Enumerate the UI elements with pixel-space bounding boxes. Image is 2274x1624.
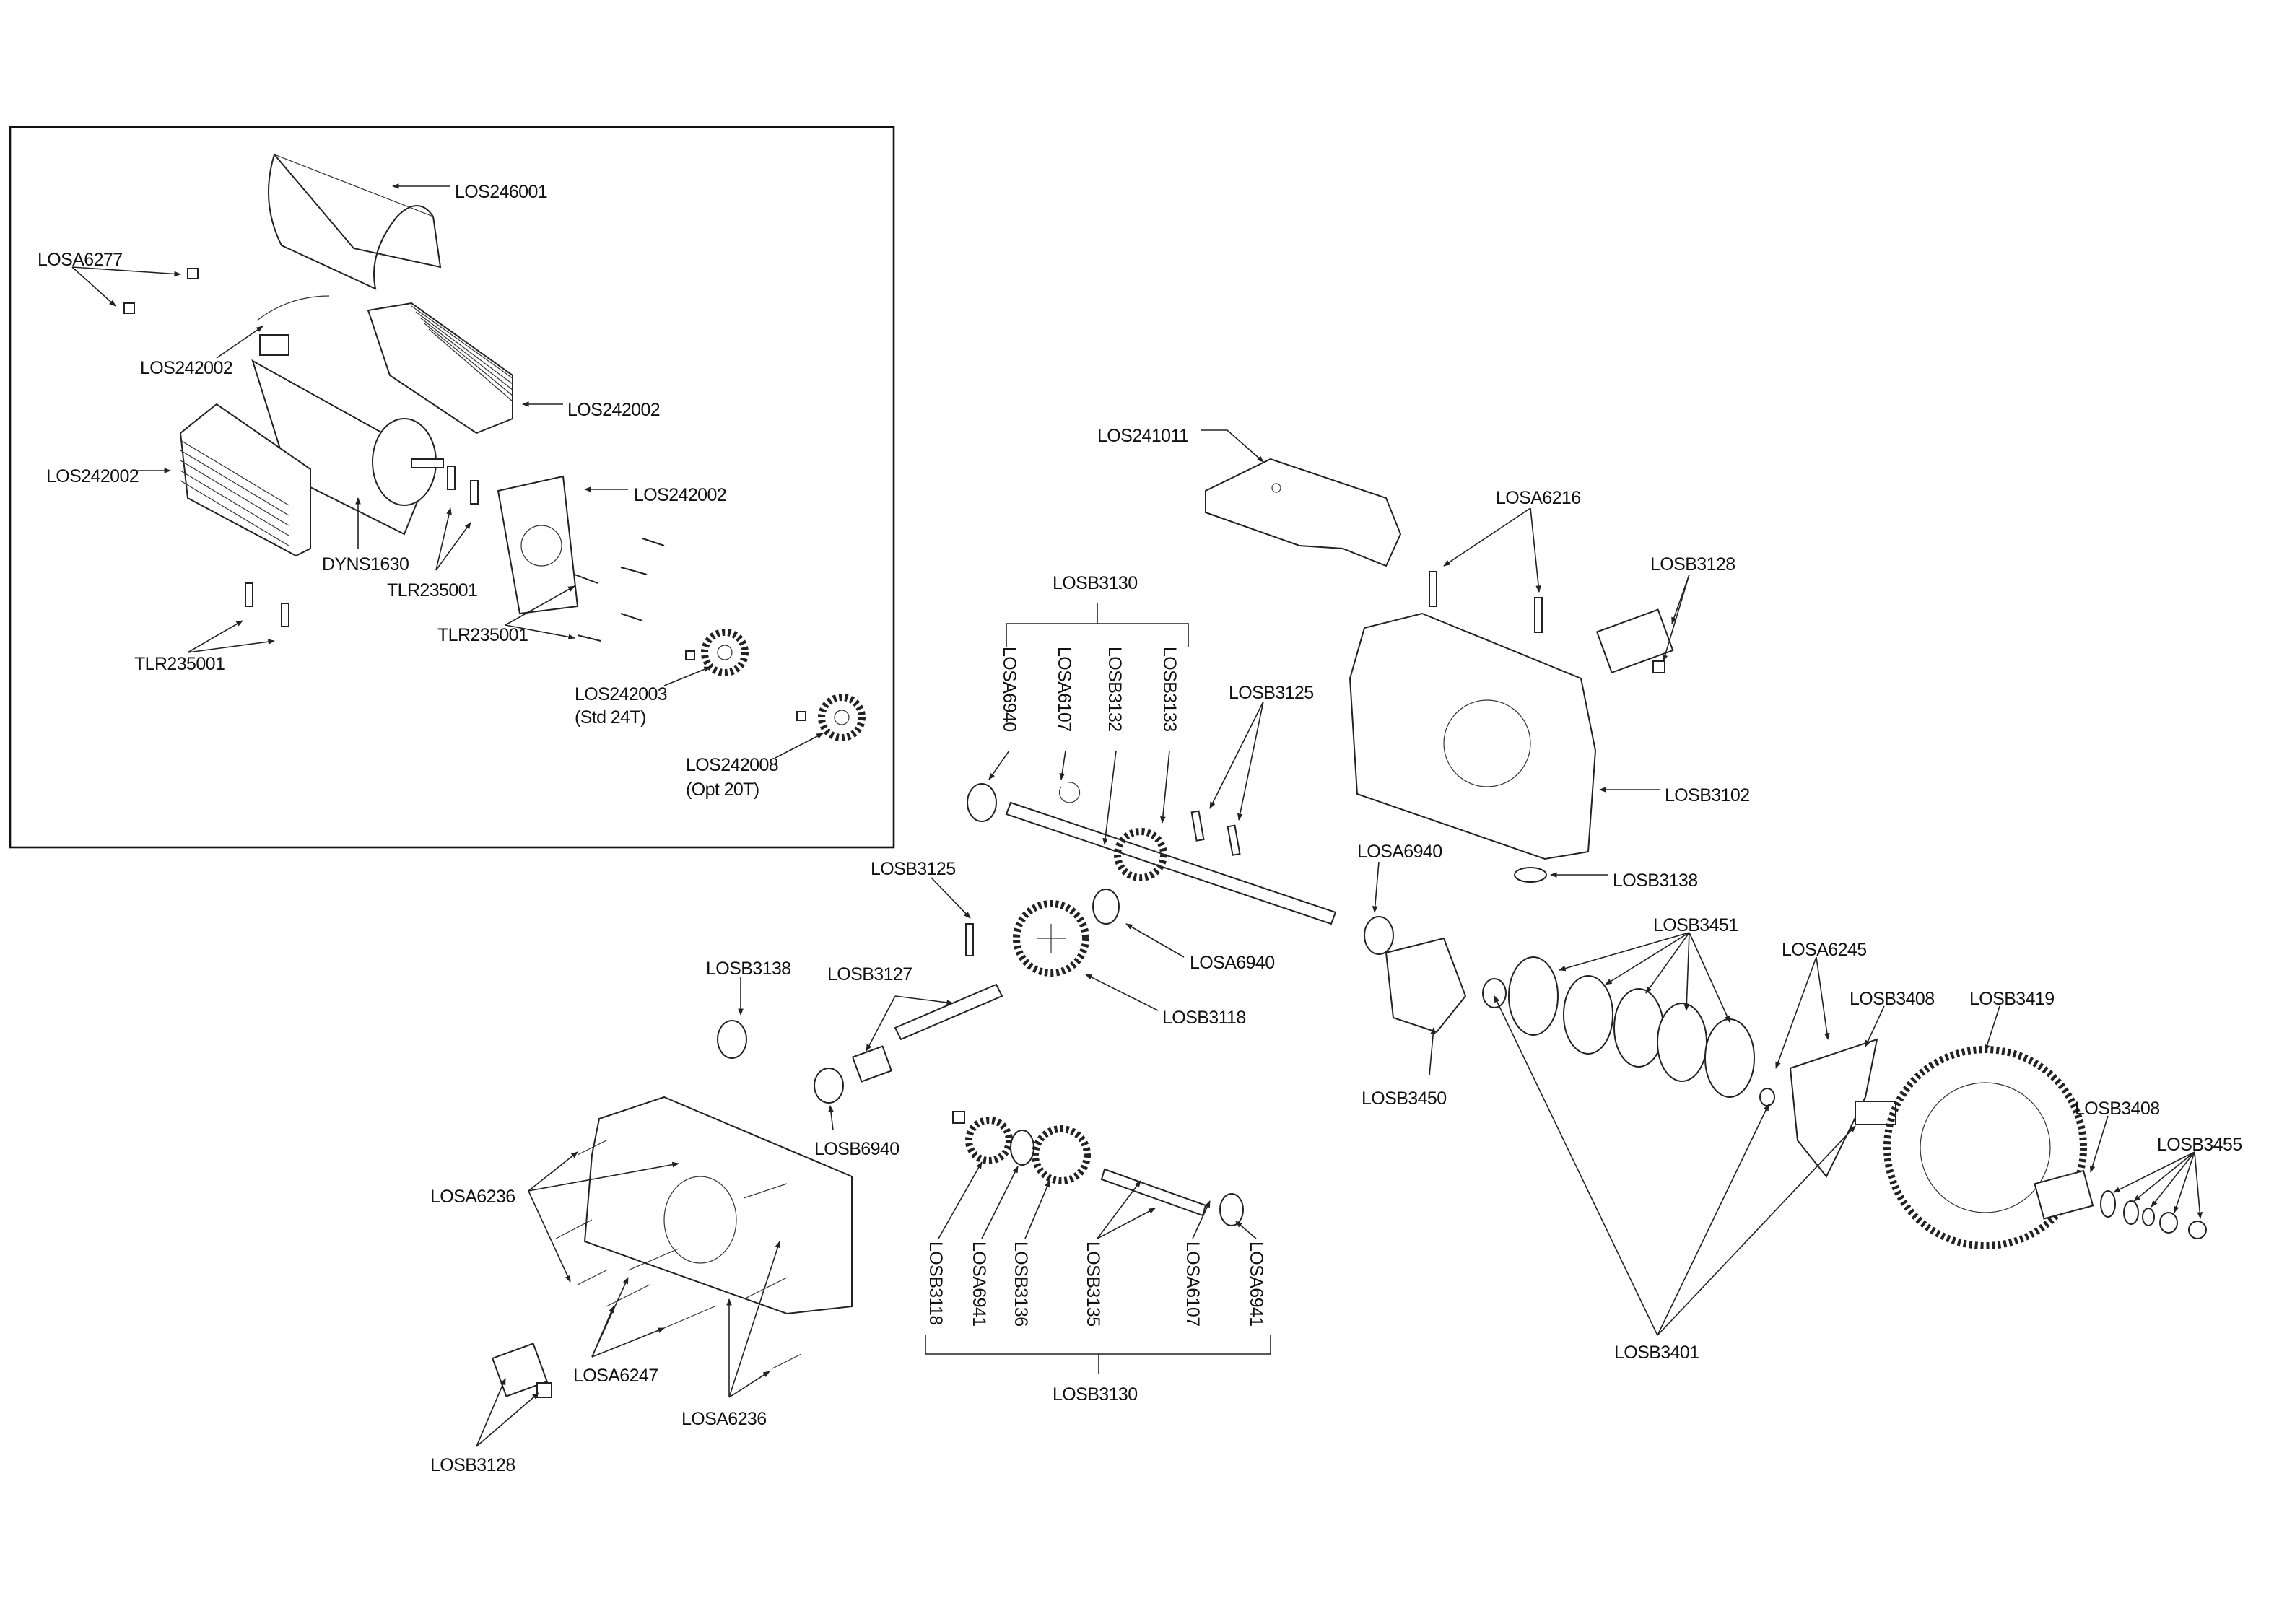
slipper-pads: [1508, 956, 1755, 1098]
spacer: [2034, 1169, 2094, 1220]
bevel-gear: [1013, 900, 1089, 977]
label-losb3118: LOSB3118: [1162, 1008, 1246, 1028]
label-losb3127: LOSB3127: [827, 964, 912, 985]
motor-inset: LOS246001 LOSA6277 LOS242002 LOS242002 L…: [9, 126, 895, 849]
bearing: [717, 1020, 747, 1059]
label-los242002-heatsink-lower: LOS242002: [46, 466, 139, 486]
label-losa6940-right: LOSA6940: [1357, 842, 1442, 862]
label-losb3102: LOSB3102: [1665, 785, 1750, 806]
top-plate: [1205, 458, 1402, 567]
spur-carrier: [1789, 1038, 1878, 1178]
label-losb3125-right: LOSB3125: [1229, 683, 1314, 703]
transmission-diagram: LOS241011 LOSA6216 LOSB3128 LOSB3130 LOS…: [430, 426, 2242, 1475]
motor-clamp-strap: [256, 295, 330, 321]
label-losb3135-vert: LOSB3135: [1083, 1241, 1103, 1327]
label-losb6940: LOSB6940: [814, 1139, 899, 1159]
motor-sleeve: [268, 152, 442, 290]
heatsink-lower: [179, 403, 311, 557]
label-los242003: LOS242003: [575, 684, 667, 704]
label-losa6107-vert-b: LOSA6107: [1182, 1241, 1203, 1327]
label-los242002-mount: LOS242002: [634, 485, 726, 505]
label-opt-20t: (Opt 20T): [686, 780, 759, 800]
inset-frame: [9, 126, 895, 849]
screws-left-case: [555, 1140, 802, 1369]
pinion-20t: [818, 694, 866, 741]
inset-leaders: [71, 183, 824, 759]
e-clip: [1058, 782, 1081, 803]
label-losa6277: LOSA6277: [38, 250, 123, 270]
gearbox-case-left: [583, 1096, 853, 1315]
heatsink-upper: [367, 302, 513, 435]
label-losa6941-vert-b: LOSA6941: [1246, 1241, 1266, 1327]
top-shaft: [1005, 801, 1337, 925]
slipper-hub: [1385, 937, 1467, 1034]
label-losb3133-vert: LOSB3133: [1159, 647, 1180, 732]
outdrive-cup: [1595, 608, 1674, 674]
label-los242008: LOS242008: [686, 755, 778, 775]
label-losb3408-hub: LOSB3408: [1850, 989, 1935, 1009]
label-los241011: LOS241011: [1097, 426, 1188, 446]
label-losa6236-lower: LOSA6236: [681, 1409, 767, 1429]
label-losb3125-left: LOSB3125: [871, 859, 956, 879]
bearing: [1219, 1193, 1244, 1226]
label-losb3451: LOSB3451: [1653, 915, 1738, 935]
idler-shaft: [894, 983, 1003, 1041]
label-std-24t: (Std 24T): [575, 707, 646, 728]
bearing-cap: [1514, 867, 1547, 883]
screw: [1429, 571, 1437, 607]
bearing: [814, 1068, 844, 1104]
label-tlr235001-a: TLR235001: [387, 580, 477, 601]
idler-gear: [1032, 1125, 1091, 1184]
motor-shaft: [411, 458, 444, 468]
label-losb3132-vert: LOSB3132: [1105, 647, 1125, 732]
spacer: [851, 1045, 893, 1083]
label-tlr235001-b: TLR235001: [437, 625, 528, 645]
label-losb3128-right: LOSB3128: [1650, 554, 1735, 575]
label-losb3419: LOSB3419: [1969, 989, 2055, 1009]
label-losa6940-mid: LOSA6940: [1190, 953, 1275, 973]
label-losb3130-bottom: LOSB3130: [1053, 1384, 1138, 1405]
label-losa6940-vert: LOSA6940: [999, 647, 1019, 732]
label-losa6216: LOSA6216: [1496, 488, 1581, 508]
label-losa6941-vert-a: LOSA6941: [969, 1241, 989, 1327]
label-los242002-strap: LOS242002: [140, 358, 232, 378]
clamp-block: [259, 334, 289, 356]
label-losb3136-vert: LOSB3136: [1011, 1241, 1031, 1327]
label-tlr235001-c: TLR235001: [134, 654, 225, 674]
label-losa6107-vert: LOSA6107: [1054, 647, 1074, 732]
bearing: [1364, 916, 1394, 955]
bearing: [1010, 1130, 1034, 1166]
label-losb3130-top: LOSB3130: [1053, 573, 1138, 593]
bracket-top: [1006, 603, 1189, 647]
motor-mount-plate: [497, 475, 579, 615]
label-losb3401: LOSB3401: [1614, 1343, 1699, 1363]
bracket-bottom: [925, 1335, 1271, 1374]
label-losb3138-left: LOSB3138: [706, 959, 791, 979]
label-losb3138-right: LOSB3138: [1613, 870, 1698, 891]
outdrive-cup: [491, 1343, 549, 1397]
label-los242002-heatsink-upper: LOS242002: [567, 400, 660, 420]
screw: [1534, 597, 1543, 633]
label-losb3455: LOSB3455: [2157, 1135, 2242, 1155]
bearing: [967, 783, 997, 822]
label-losb3128-left: LOSB3128: [430, 1455, 515, 1475]
main-leaders: [476, 429, 2203, 1447]
bearing: [1092, 889, 1120, 925]
gearbox-case-right: [1349, 612, 1597, 860]
shaft-gear: [1114, 828, 1167, 881]
label-losa6245: LOSA6245: [1782, 940, 1867, 960]
pinion-24t: [701, 629, 749, 676]
label-losb3118-vert: LOSB3118: [925, 1241, 946, 1325]
label-losb3450: LOSB3450: [1362, 1088, 1447, 1109]
screws-inset: [123, 268, 665, 642]
bevel-pinion: [965, 1117, 1013, 1164]
label-dyns1630: DYNS1630: [322, 554, 409, 575]
label-losa6247: LOSA6247: [573, 1366, 658, 1386]
label-los246001: LOS246001: [455, 182, 547, 202]
label-losb3408-spacer: LOSB3408: [2075, 1099, 2160, 1119]
label-losa6236-upper: LOSA6236: [430, 1187, 515, 1207]
